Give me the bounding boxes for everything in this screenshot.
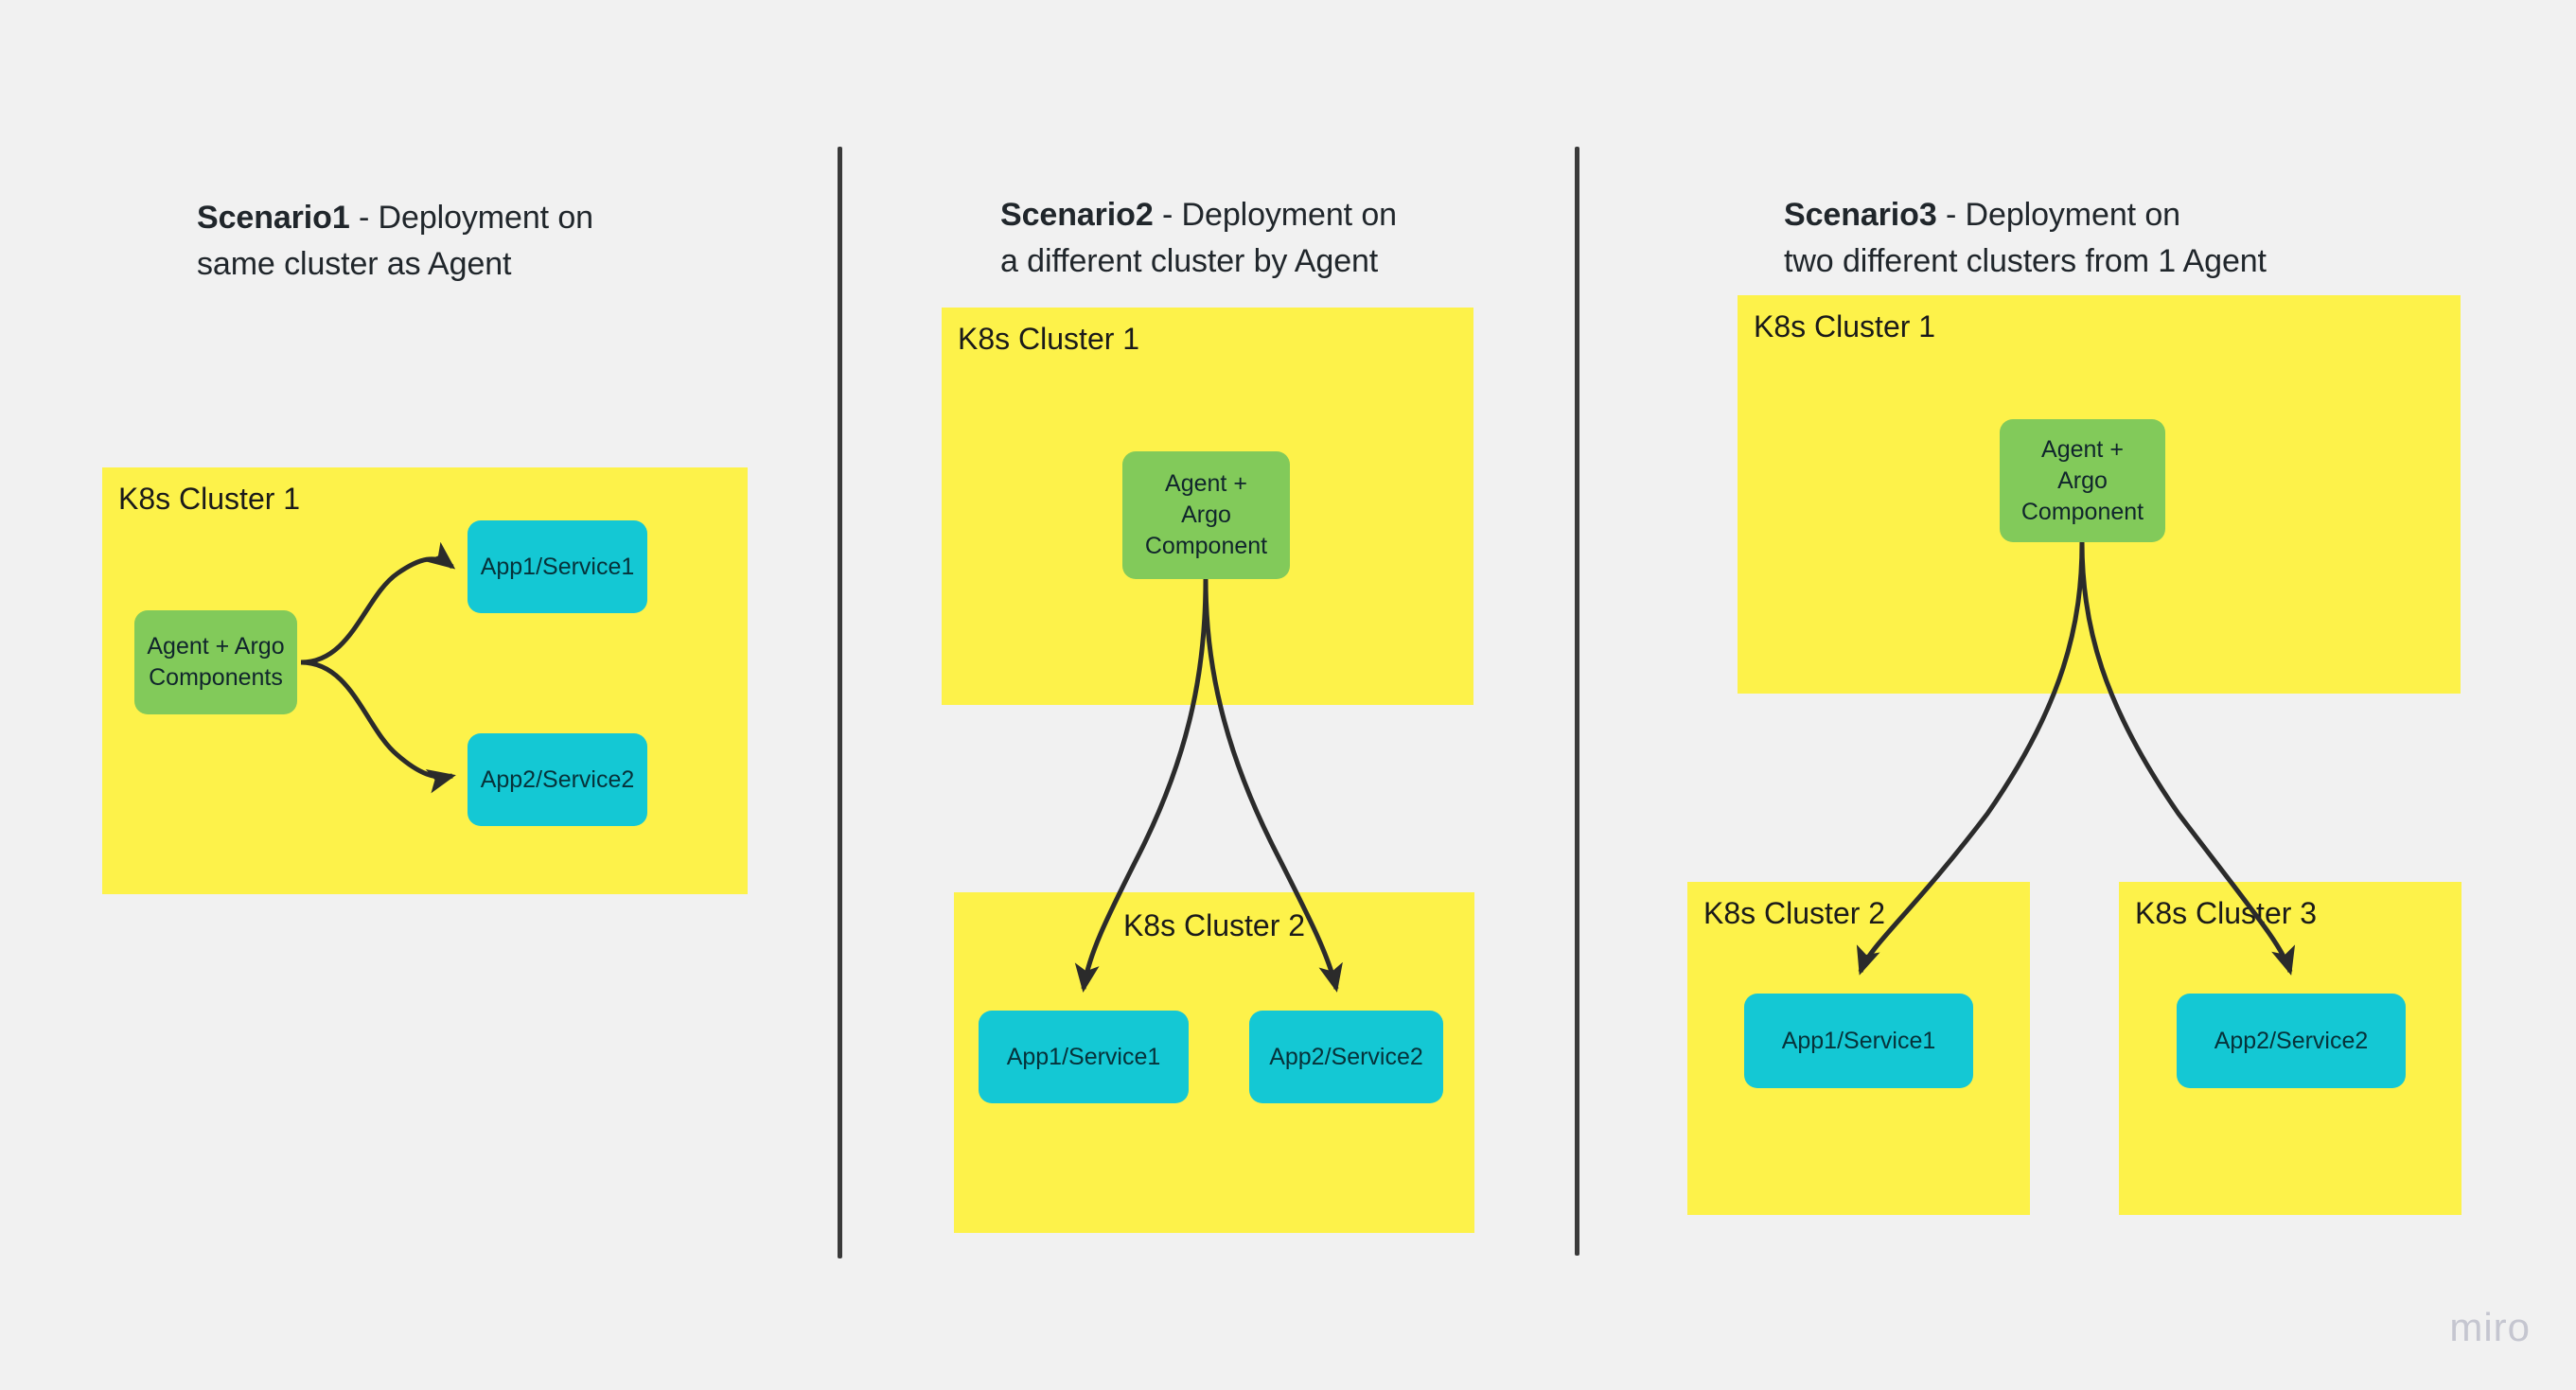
scenario1-title: Scenario1 - Deployment on same cluster a…	[197, 150, 689, 287]
scenario2-cluster-2-label: K8s Cluster 2	[1122, 908, 1306, 942]
scenario3-app2-node[interactable]: App2/Service2	[2177, 994, 2406, 1088]
scenario3-title-rest: - Deployment on two different clusters f…	[1784, 197, 2267, 279]
scenario2-title-strong: Scenario2	[1000, 197, 1154, 234]
scenario3-title: Scenario3 - Deployment on two different …	[1784, 147, 2390, 284]
scenario1-cluster-1-label: K8s Cluster 1	[118, 482, 301, 516]
scenario2-cluster-1-label: K8s Cluster 1	[958, 322, 1140, 356]
scenario1-title-rest: - Deployment on same cluster as Agent	[197, 200, 593, 282]
scenario3-app1-node[interactable]: App1/Service1	[1744, 994, 1973, 1088]
scenario2-app2-node[interactable]: App2/Service2	[1249, 1011, 1443, 1103]
scenario1-app1-node[interactable]: App1/Service1	[468, 520, 647, 613]
scenario1-title-strong: Scenario1	[197, 200, 350, 237]
scenario3-cluster-3-label: K8s Cluster 3	[2135, 896, 2318, 930]
scenario2-app1-node[interactable]: App1/Service1	[979, 1011, 1189, 1103]
scenario3-title-strong: Scenario3	[1784, 197, 1937, 234]
panel-divider-2	[1575, 147, 1579, 1256]
scenario3-cluster-2-label: K8s Cluster 2	[1703, 896, 1886, 930]
scenario2-agent-node[interactable]: Agent + Argo Component	[1122, 451, 1290, 579]
scenario1-app2-node[interactable]: App2/Service2	[468, 733, 647, 826]
miro-watermark: miro	[2449, 1305, 2531, 1349]
scenario3-cluster-1-label: K8s Cluster 1	[1754, 309, 1936, 343]
scenario2-title-rest: - Deployment on a different cluster by A…	[1000, 197, 1397, 279]
scenario2-title: Scenario2 - Deployment on a different cl…	[1000, 147, 1530, 284]
panel-divider-1	[838, 147, 842, 1258]
scenario1-agent-node[interactable]: Agent + Argo Components	[134, 610, 297, 714]
scenario3-agent-node[interactable]: Agent + Argo Component	[2000, 419, 2165, 542]
